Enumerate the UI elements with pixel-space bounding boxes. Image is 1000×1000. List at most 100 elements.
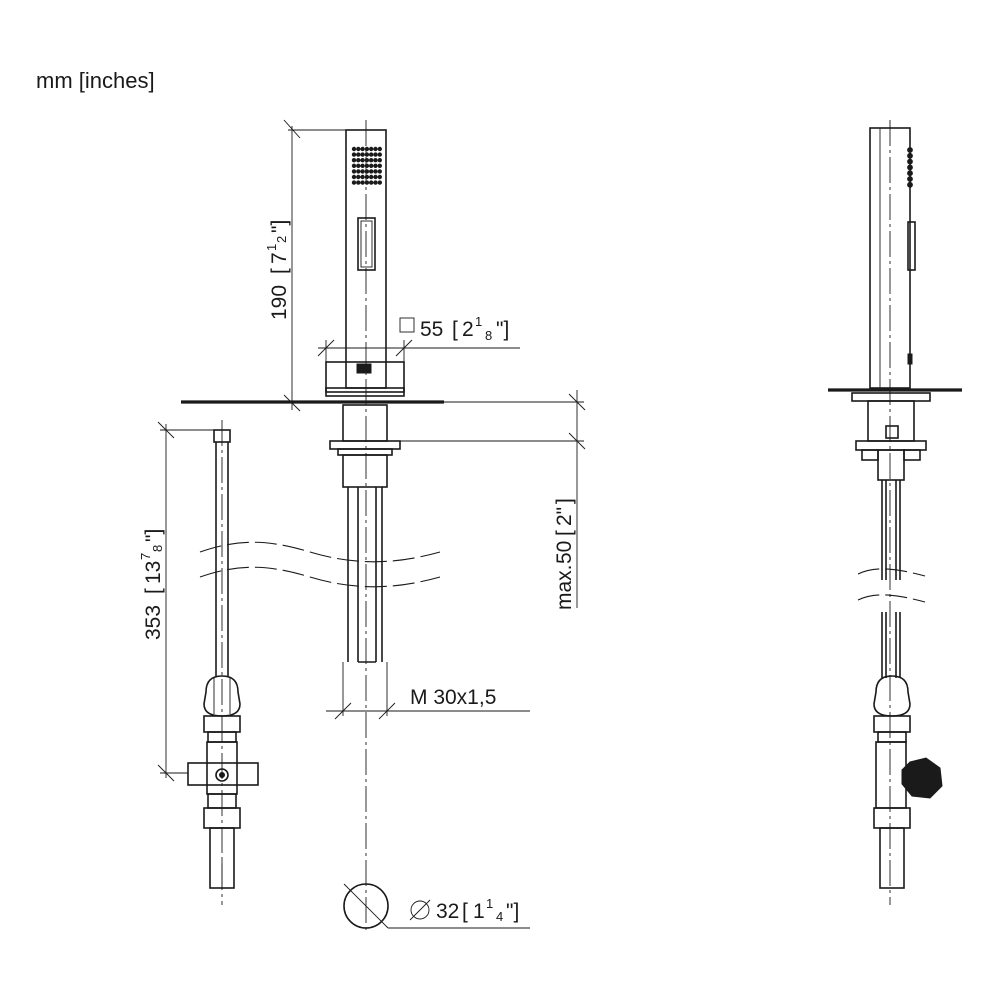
spray-nozzle [356, 180, 361, 185]
thread-spec: M 30x1,5 [410, 686, 496, 709]
spray-nozzle [373, 152, 378, 157]
side-spray-nozzle [907, 147, 913, 153]
spray-nozzle [351, 152, 357, 157]
svg-text:"]: "] [142, 529, 165, 542]
mounting-nut [329, 440, 401, 450]
dimension-hole-diameter: 32 [ 1 1 4 "] [409, 896, 519, 924]
svg-text:7: 7 [138, 553, 153, 560]
dimension-square-base: 55 [ 2 1 8 "] [317, 314, 520, 362]
side-spray-nozzle [907, 158, 913, 165]
spray-nozzle [373, 174, 378, 180]
side-spray-nozzle [907, 164, 913, 171]
spray-nozzle [351, 146, 357, 152]
hose-mm: 353 [142, 605, 165, 640]
side-spray-nozzle [907, 152, 913, 159]
spray-nozzle [377, 146, 382, 152]
side-valve-outlet [879, 827, 905, 889]
spray-nozzle-grid [351, 146, 382, 185]
svg-text:1: 1 [486, 896, 493, 911]
side-spray-nozzles [907, 147, 913, 188]
side-spray-nozzle [907, 181, 913, 188]
spray-nozzle [373, 158, 378, 163]
spray-nozzle [351, 174, 357, 180]
side-hose-coupling [873, 675, 911, 717]
spray-nozzle [360, 158, 365, 163]
spray-nozzle [369, 174, 374, 180]
svg-text:1: 1 [473, 900, 485, 923]
indicator-mark [356, 363, 372, 374]
mounting-shank [342, 404, 388, 442]
svg-text:2: 2 [462, 318, 474, 341]
side-spray-nozzle [907, 170, 913, 177]
svg-text:[: [ [452, 318, 458, 341]
dimension-thread: M 30x1,5 [326, 662, 530, 720]
svg-text:1: 1 [264, 244, 279, 251]
svg-text:1: 1 [475, 314, 482, 329]
dimension-max-thickness: max. 50 [ 2" ] [400, 390, 586, 610]
spray-nozzle [351, 180, 357, 185]
units-label: mm [inches] [36, 68, 155, 93]
dimension-hose-length: 353 [ 13 7 8 "] [138, 421, 214, 782]
side-valve-knob [901, 757, 943, 799]
svg-text:[: [ [462, 900, 468, 923]
square-mm: 55 [420, 318, 443, 341]
spray-nozzle [373, 169, 378, 174]
spray-nozzle [351, 169, 357, 174]
spray-nozzle [351, 163, 357, 169]
side-button [907, 221, 916, 271]
side-spray-nozzle [907, 176, 913, 182]
spray-nozzle [360, 146, 365, 152]
spray-nozzle [360, 180, 365, 185]
spray-nozzle [377, 163, 382, 169]
svg-text:2": 2" [553, 507, 576, 526]
spray-nozzle [356, 169, 361, 174]
spray-nozzle [360, 152, 365, 157]
spray-nozzle [364, 152, 370, 157]
spray-nozzle [369, 163, 374, 169]
spray-nozzle [373, 180, 378, 185]
svg-text:[: [ [142, 588, 165, 594]
spray-nozzle [377, 152, 382, 157]
spray-nozzle [377, 174, 382, 180]
spray-nozzle [377, 180, 382, 185]
svg-text:8: 8 [150, 545, 165, 552]
spray-nozzle [360, 174, 365, 180]
spray-nozzle [364, 146, 370, 152]
spray-nozzle [369, 146, 374, 152]
max-mm: 50 [553, 541, 576, 564]
hose-coupling [203, 675, 241, 717]
svg-text:"]: "] [496, 318, 509, 341]
square-base [325, 361, 405, 393]
spray-nozzle [377, 169, 382, 174]
svg-text:[: [ [553, 530, 576, 536]
spray-nozzle [360, 163, 365, 169]
spray-nozzle [356, 163, 361, 169]
spray-nozzle [373, 146, 378, 152]
control-button [357, 217, 376, 271]
spray-nozzle [373, 163, 378, 169]
spray-nozzle [351, 158, 357, 163]
spray-nozzle [356, 174, 361, 180]
svg-text:"]: "] [268, 220, 291, 233]
spray-nozzle [356, 146, 361, 152]
mounting-hole-circle [343, 883, 389, 929]
spray-nozzle [377, 158, 382, 163]
spray-nozzle [369, 152, 374, 157]
valve-crossbar [187, 762, 259, 786]
dimension-height: 190 [ 7 1 2 "] [264, 119, 346, 412]
max-prefix: max. [553, 564, 576, 610]
break-line-upper [199, 541, 441, 563]
spray-nozzle [369, 158, 374, 163]
front-view [181, 120, 530, 930]
svg-text:]: ] [553, 498, 576, 504]
spray-nozzle [369, 169, 374, 174]
spray-nozzle [360, 169, 365, 174]
side-shank [867, 400, 915, 442]
side-view [828, 120, 962, 905]
spray-nozzle [356, 152, 361, 157]
svg-text:13: 13 [142, 561, 165, 584]
svg-text:4: 4 [496, 909, 503, 924]
spray-nozzle [369, 180, 374, 185]
svg-text:"]: "] [506, 900, 519, 923]
